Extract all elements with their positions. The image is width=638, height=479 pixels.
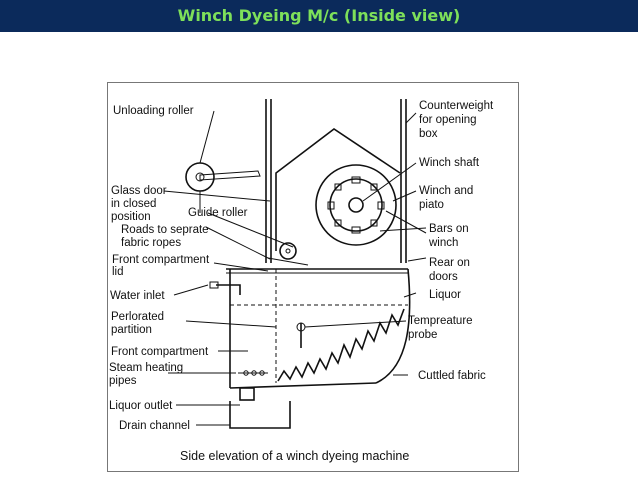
- unloading-roller-hub: [195, 172, 205, 182]
- label-perforated-2: partition: [111, 324, 152, 336]
- diagram-figure: Unloading roller Counterweight for openi…: [107, 82, 519, 472]
- front-lid: [267, 257, 309, 266]
- label-bars-1: Bars on: [429, 223, 469, 235]
- steam-pipe-bead: [251, 370, 257, 376]
- winch-shaft: [348, 197, 364, 213]
- winch-inner: [329, 178, 383, 232]
- label-glass-door-3: position: [111, 211, 151, 223]
- label-bars-2: winch: [428, 237, 458, 249]
- label-temperature-2: probe: [408, 329, 437, 341]
- label-guide-roller: Guide roller: [188, 207, 248, 219]
- rear-wall: [375, 268, 411, 384]
- label-cuttled-fabric: Cuttled fabric: [418, 370, 486, 382]
- label-roads-1: Roads to seprate: [121, 224, 209, 236]
- label-rear-1: Rear on: [429, 257, 470, 269]
- label-glass-door-2: in closed: [111, 198, 156, 210]
- label-front-lid-2: lid: [112, 266, 124, 278]
- label-liquor: Liquor: [429, 289, 461, 301]
- label-rear-2: doors: [429, 271, 458, 283]
- steam-pipe-bead: [243, 370, 249, 376]
- diagram-caption: Side elevation of a winch dyeing machine: [180, 449, 409, 463]
- vessel-bottom: [229, 382, 377, 389]
- label-winch-shaft: Winch shaft: [419, 157, 480, 169]
- label-front-compartment: Front compartment: [111, 346, 209, 358]
- guide-roller-hub: [285, 248, 291, 254]
- label-liquor-outlet: Liquor outlet: [109, 400, 173, 412]
- steam-pipe-bead: [259, 370, 265, 376]
- label-perforated-1: Perlorated: [111, 311, 164, 323]
- label-steam-1: Steam heating: [109, 362, 183, 374]
- hood-outline: [275, 128, 401, 251]
- water-inlet-valve: [209, 281, 219, 289]
- label-front-lid-1: Front compartment: [112, 254, 210, 266]
- title-bar: Winch Dyeing M/c (Inside view): [0, 0, 638, 32]
- label-drain-channel: Drain channel: [119, 420, 190, 432]
- slide-title: Winch Dyeing M/c (Inside view): [177, 6, 461, 25]
- label-roads-2: fabric ropes: [121, 237, 181, 249]
- drain-channel: [229, 401, 291, 429]
- water-inlet-pipe: [216, 284, 241, 295]
- guide-roller: [279, 242, 297, 260]
- label-counterweight-1: Counterweight: [419, 100, 494, 112]
- label-steam-2: pipes: [109, 375, 137, 387]
- winch-machine-diagram: Unloading roller Counterweight for openi…: [109, 99, 494, 463]
- label-glass-door-1: Glass door: [111, 185, 167, 197]
- label-temperature-1: Tempreature: [408, 315, 473, 327]
- liquor-outlet: [239, 387, 255, 401]
- leader-lines: [163, 110, 427, 426]
- winch-bars: [327, 176, 385, 234]
- label-counterweight-3: box: [419, 128, 438, 140]
- roller-arm: [199, 170, 261, 181]
- cuttled-fabric: [277, 308, 405, 382]
- label-winch-and-2: piato: [419, 199, 444, 211]
- label-unloading-roller: Unloading roller: [113, 105, 194, 117]
- label-winch-and-1: Winch and: [419, 185, 473, 197]
- label-water-inlet: Water inlet: [110, 290, 165, 302]
- label-counterweight-2: for opening: [419, 114, 477, 126]
- winch-outer: [315, 164, 397, 246]
